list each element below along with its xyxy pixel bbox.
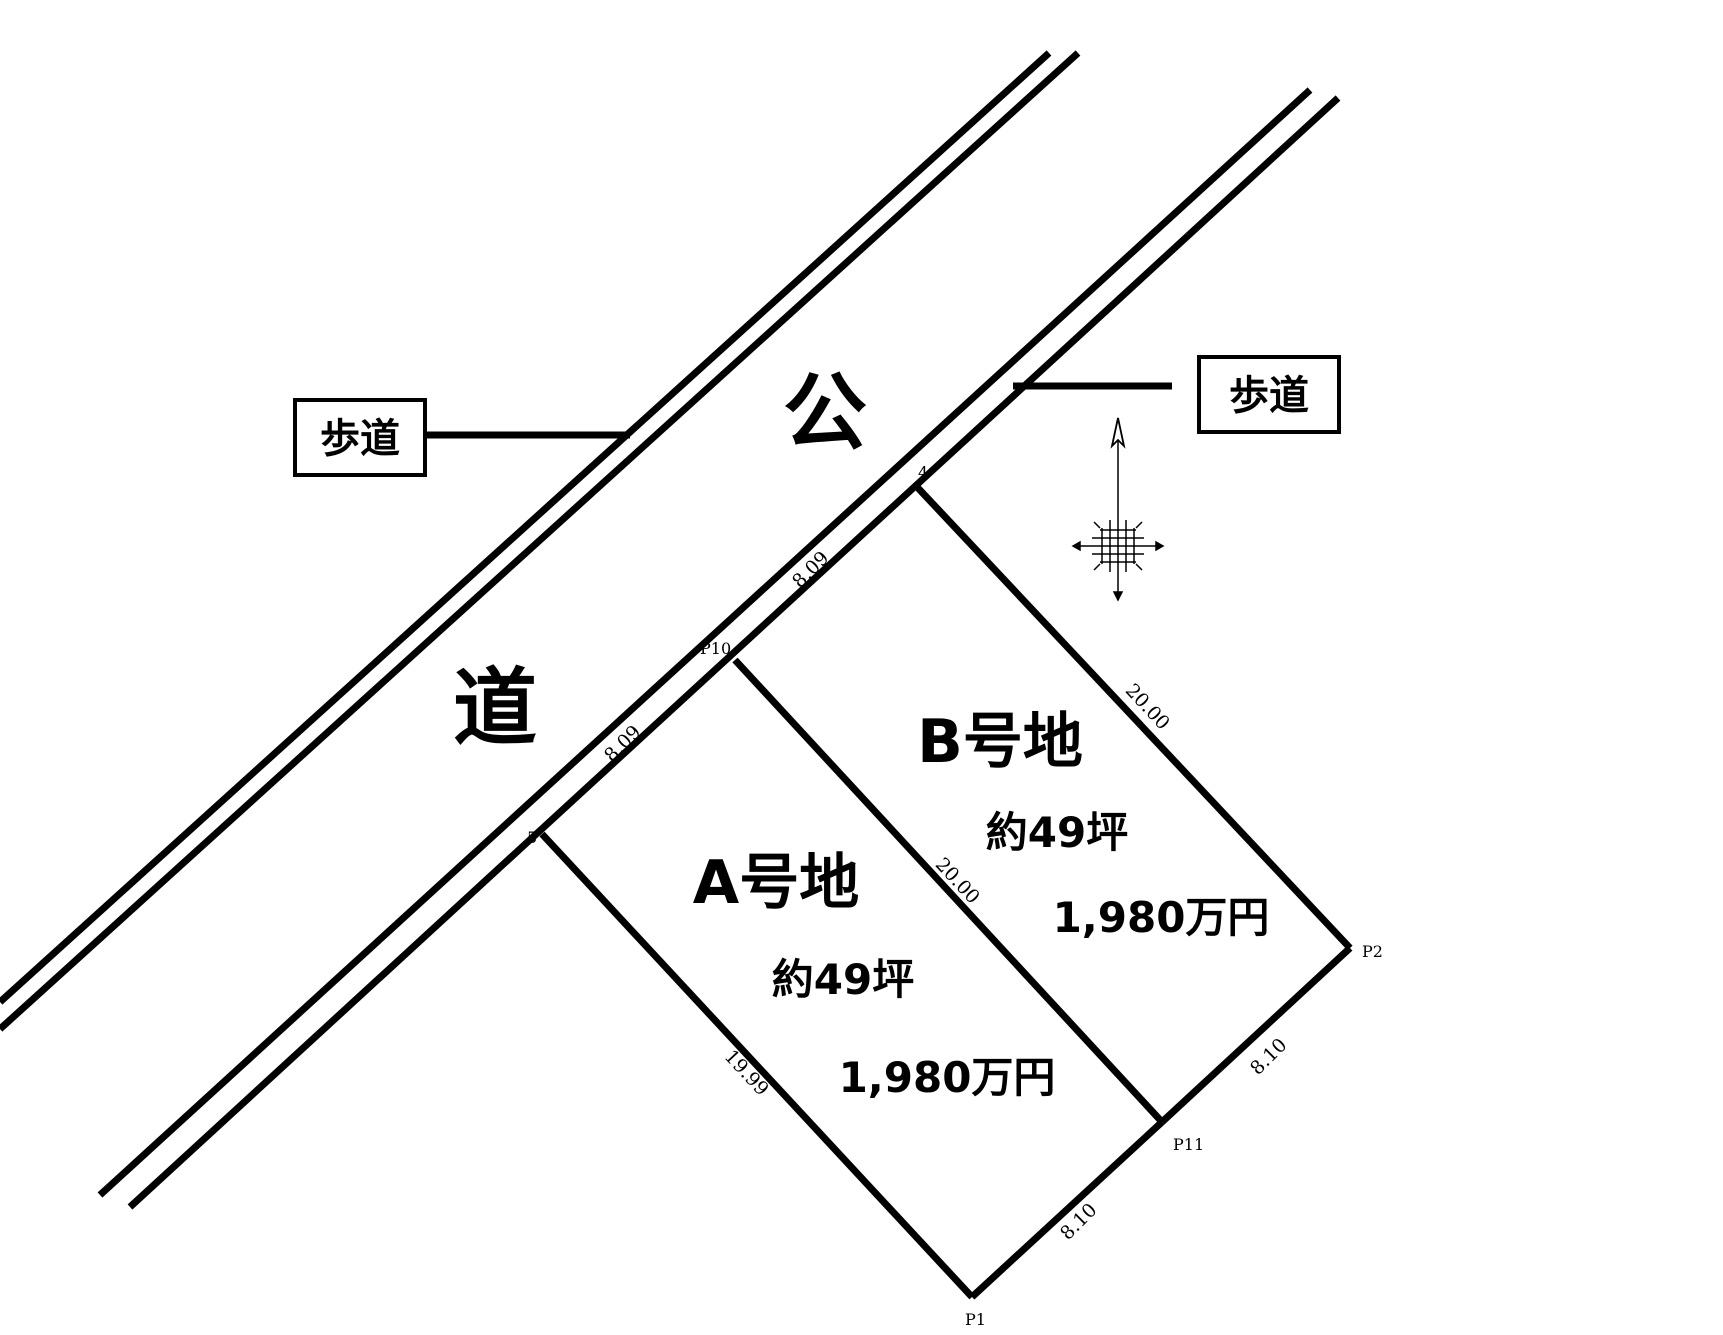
sidewalk-left-box bbox=[293, 398, 427, 477]
lot-boundaries bbox=[539, 485, 1353, 1300]
point-5: 5 bbox=[527, 828, 537, 847]
point-p1: P1 bbox=[965, 1310, 986, 1329]
dim-side-b-east: 20.00 bbox=[1121, 680, 1174, 735]
lot-b-price: 1,980万円 bbox=[1053, 893, 1270, 942]
lot-a-price: 1,980万円 bbox=[839, 1053, 1056, 1102]
road-char-michi: 道 bbox=[453, 659, 537, 757]
lot-a-area: 約49坪 bbox=[772, 955, 914, 1004]
point-p11: P11 bbox=[1173, 1135, 1204, 1154]
road-char-ko: 公 bbox=[783, 364, 867, 462]
sidewalk-left-label: 歩道 bbox=[320, 416, 400, 462]
lot-a-name: A号地 bbox=[693, 848, 859, 918]
sidewalk-right-label: 歩道 bbox=[1229, 373, 1309, 419]
lot-b-name: B号地 bbox=[917, 707, 1083, 777]
lot-b-area: 約49坪 bbox=[986, 808, 1128, 857]
compass-rose-icon bbox=[1071, 417, 1165, 602]
point-p10: P10 bbox=[700, 639, 731, 658]
sidewalk-right-box bbox=[1197, 355, 1341, 434]
dim-rear-a: 8.10 bbox=[1056, 1199, 1101, 1244]
road-lines bbox=[0, 50, 1341, 1210]
point-p2: P2 bbox=[1362, 942, 1383, 961]
point-4: 4 bbox=[918, 463, 928, 482]
